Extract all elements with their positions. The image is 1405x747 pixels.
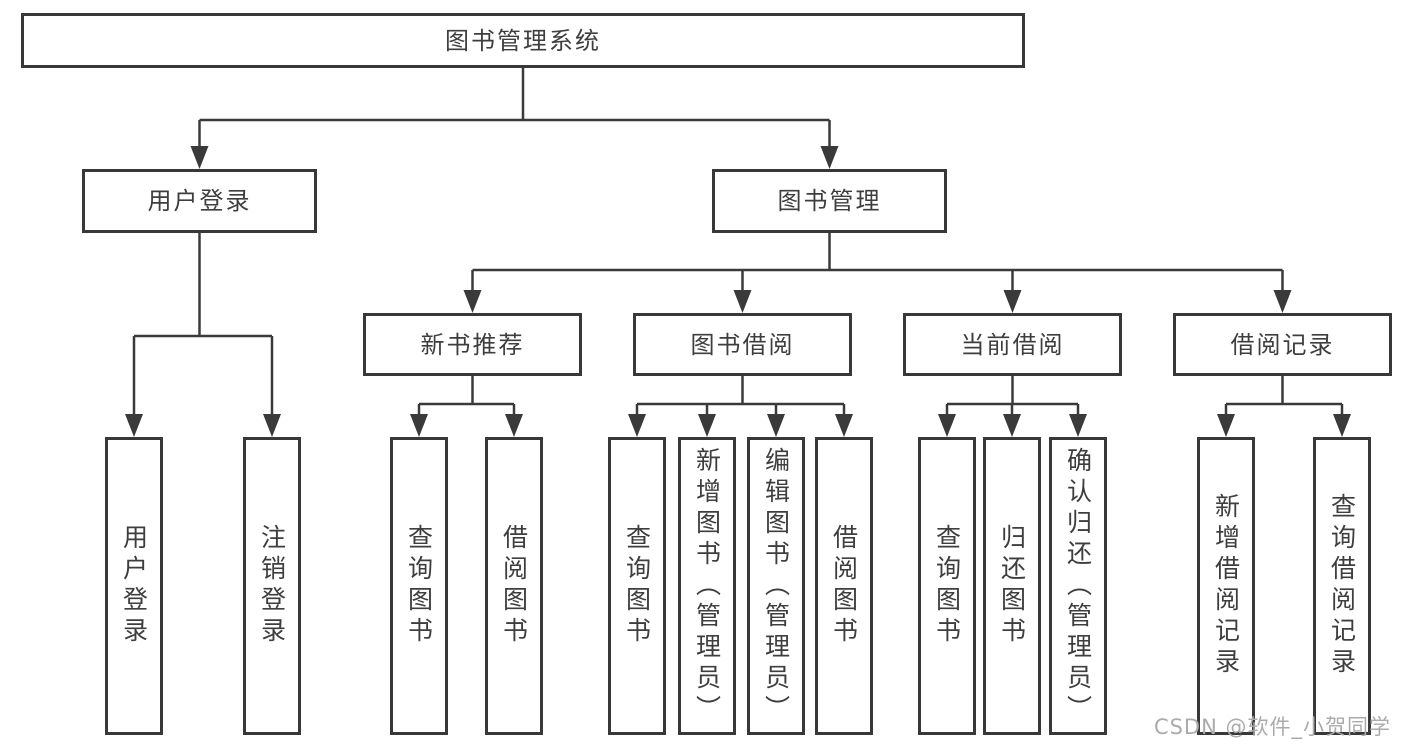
leaf-label: 归还图书 (997, 524, 1027, 648)
leaf-borrow-books-recommend: 借阅图书 (485, 437, 543, 735)
leaf-label: 注销登录 (257, 524, 287, 648)
leaf-label: 新增图书（管理员） (692, 446, 722, 726)
leaf-borrow-books-borrowing: 借阅图书 (815, 437, 873, 735)
node-label: 当前借阅 (960, 330, 1065, 359)
node-borrowing-records: 借阅记录 (1173, 313, 1392, 376)
node-label: 用户登录 (147, 187, 252, 215)
leaf-query-books-recommend: 查询图书 (390, 437, 448, 735)
node-current-borrowing: 当前借阅 (903, 313, 1122, 376)
leaf-query-borrow-record: 查询借阅记录 (1313, 437, 1371, 735)
leaf-label: 编辑图书（管理员） (761, 446, 791, 726)
leaf-label: 新增借阅记录 (1211, 493, 1241, 679)
leaf-label: 借阅图书 (829, 524, 859, 648)
leaf-user-login: 用户登录 (105, 437, 163, 735)
node-new-book-recommend: 新书推荐 (363, 313, 582, 376)
leaf-query-books-borrowing: 查询图书 (608, 437, 666, 735)
leaf-edit-book-admin: 编辑图书（管理员） (747, 437, 805, 735)
leaf-add-book-admin: 新增图书（管理员） (678, 437, 736, 735)
leaf-label: 查询图书 (932, 524, 962, 648)
leaf-label: 查询借阅记录 (1327, 493, 1357, 679)
node-label: 图书管理系统 (445, 26, 601, 55)
node-label: 图书管理 (777, 187, 882, 215)
leaf-add-borrow-record: 新增借阅记录 (1197, 437, 1255, 735)
leaf-logout: 注销登录 (243, 437, 301, 735)
leaf-label: 查询图书 (622, 524, 652, 648)
leaf-query-books-current: 查询图书 (918, 437, 976, 735)
leaf-label: 借阅图书 (499, 524, 529, 648)
node-label: 图书借阅 (690, 330, 795, 359)
node-book-management: 图书管理 (712, 169, 947, 233)
leaf-confirm-return-admin: 确认归还（管理员） (1049, 437, 1107, 735)
node-label: 借阅记录 (1230, 330, 1335, 359)
leaf-label: 用户登录 (119, 524, 149, 648)
csdn-watermark: CSDN @软件_小贺同学 (1153, 715, 1391, 739)
node-book-borrowing: 图书借阅 (633, 313, 852, 376)
leaf-label: 查询图书 (404, 524, 434, 648)
node-library-management-system: 图书管理系统 (21, 13, 1025, 68)
node-label: 新书推荐 (420, 330, 525, 359)
node-user-login: 用户登录 (82, 169, 317, 233)
leaf-return-book: 归还图书 (983, 437, 1041, 735)
leaf-label: 确认归还（管理员） (1063, 446, 1093, 726)
